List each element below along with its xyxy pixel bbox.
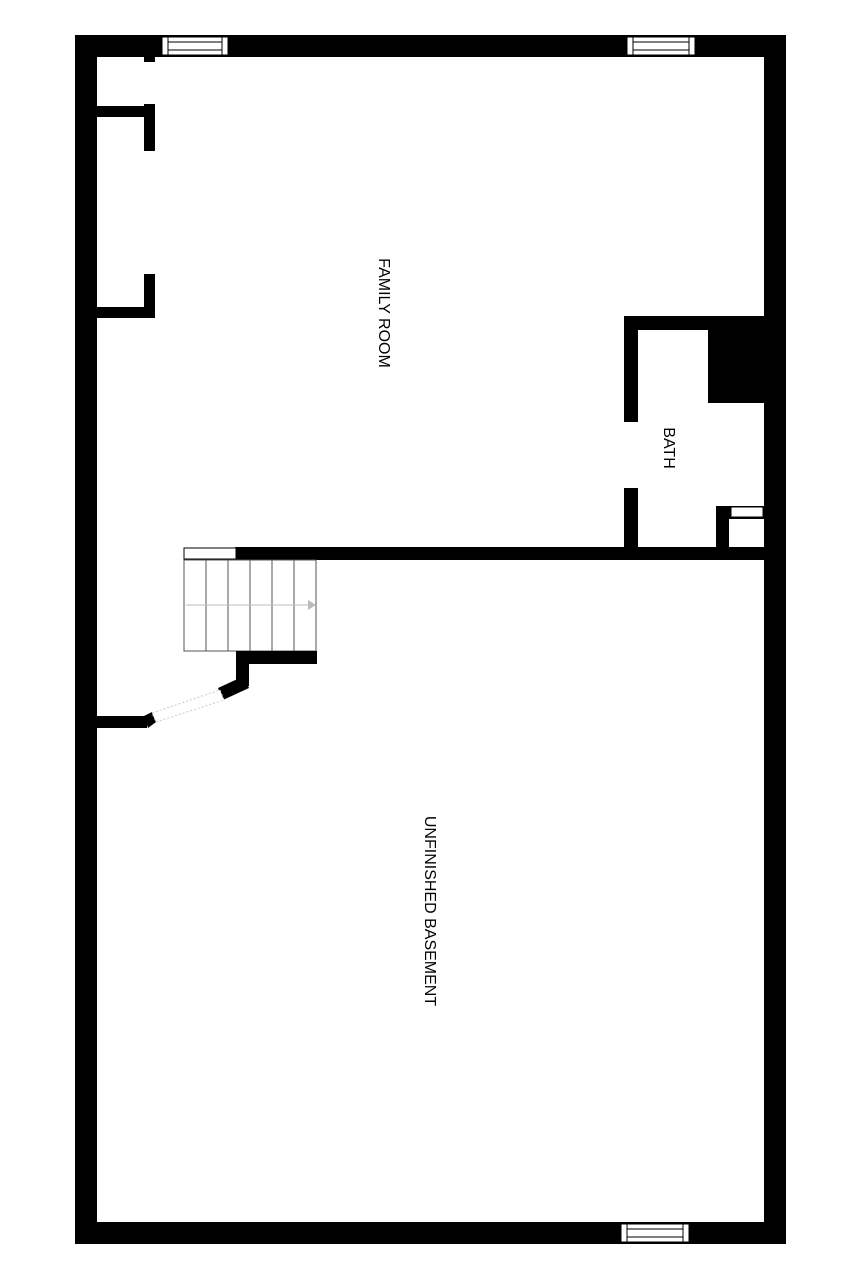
partition-upper-vertical — [144, 104, 155, 151]
door-jamb-right — [218, 676, 249, 700]
partition-lower-vertical — [144, 274, 155, 318]
window-top-left — [161, 36, 229, 56]
bath-wall-left-lower — [624, 488, 638, 560]
left-partitions — [95, 55, 155, 318]
stair-landing — [183, 547, 237, 560]
stair-wall-stub — [236, 651, 249, 686]
stair-wall-bottom — [236, 651, 317, 664]
room-label-family-room: FAMILY ROOM — [375, 258, 392, 368]
window-bottom — [620, 1223, 690, 1243]
bath-partition-small — [716, 506, 729, 560]
dividing-wall — [235, 547, 766, 560]
exterior-walls — [75, 35, 786, 1244]
bath-fixture-block — [708, 328, 766, 403]
stair-direction-arrow — [308, 600, 316, 610]
wall-left — [75, 35, 97, 1244]
door-wall-horizontal — [95, 716, 147, 728]
staircase — [183, 547, 317, 686]
partition-top-stub — [144, 55, 155, 62]
bath-walls — [624, 316, 786, 560]
window-top-right — [626, 36, 696, 56]
room-label-unfinished-basement: UNFINISHED BASEMENT — [421, 816, 438, 1006]
bath-wall-top — [624, 316, 786, 330]
wall-bottom — [75, 1222, 786, 1244]
door-panel — [151, 689, 225, 723]
wall-right — [764, 35, 786, 1244]
room-label-bath: BATH — [660, 427, 677, 468]
bath-wall-left-upper — [624, 316, 638, 422]
basement-door — [95, 676, 249, 728]
bath-opening — [730, 506, 764, 518]
partition-upper-horizontal — [95, 106, 155, 117]
partition-lower-horizontal — [95, 307, 155, 318]
wall-top — [75, 35, 786, 57]
